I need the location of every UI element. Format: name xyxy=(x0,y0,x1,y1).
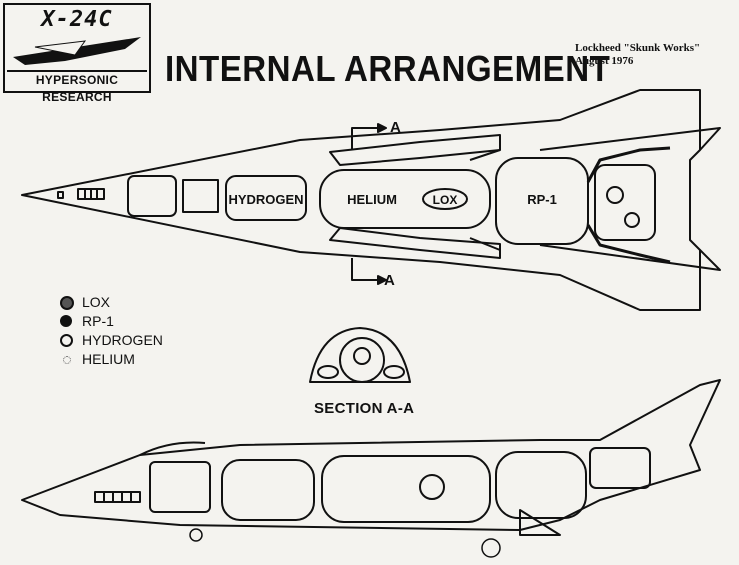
section-cut-top xyxy=(351,127,378,150)
credit-line-1: Lockheed "Skunk Works" xyxy=(575,42,701,54)
legend-label: HYDROGEN xyxy=(82,332,163,348)
rp1-tank-label: RP-1 xyxy=(527,192,557,207)
rp1-tank xyxy=(495,157,589,245)
lox-symbol-icon xyxy=(60,296,74,310)
lox-inner-tank xyxy=(422,188,468,210)
canopy xyxy=(139,441,206,456)
logo-box: X-24C HYPERSONIC RESEARCH xyxy=(3,3,151,104)
section-main-tank xyxy=(339,337,385,383)
hydrogen-tank-label: HYDROGEN xyxy=(228,192,303,207)
cockpit-bay xyxy=(149,461,211,513)
side-view xyxy=(21,379,721,536)
engine-bay xyxy=(594,164,656,241)
credit-line-2: August 1976 xyxy=(575,55,634,67)
helium-tank-label: HELIUM xyxy=(347,192,397,207)
section-a-a-view xyxy=(309,327,411,383)
side-fuselage-outline xyxy=(21,379,721,531)
lox-tank-label: LOX xyxy=(433,193,458,207)
legend-label: RP-1 xyxy=(82,313,114,329)
side-hydrogen-tank xyxy=(221,459,315,521)
section-marker-bottom: A xyxy=(384,272,395,289)
side-engine-bay xyxy=(589,447,651,489)
helium-lox-tank xyxy=(319,169,491,229)
plan-view xyxy=(21,89,721,311)
upper-fin xyxy=(539,127,721,151)
logo-title: X-24C xyxy=(41,7,113,32)
hydrogen-symbol-icon xyxy=(60,334,73,347)
page-title: INTERNAL ARRANGEMENT xyxy=(165,48,611,89)
legend-label: LOX xyxy=(82,294,111,310)
legend-label: HELIUM xyxy=(82,351,135,367)
helium-symbol-icon xyxy=(63,356,71,364)
rp1-symbol-icon xyxy=(60,315,72,327)
equipment-bay xyxy=(182,179,219,213)
side-rp1-tank xyxy=(495,451,587,519)
aircraft-silhouette-icon xyxy=(13,37,141,65)
section-marker-top: A xyxy=(390,119,401,136)
lower-side-tank xyxy=(329,227,501,259)
forward-bay xyxy=(127,175,177,217)
hydrogen-tank xyxy=(225,175,307,221)
side-main-tank xyxy=(321,455,491,523)
section-cut-bottom xyxy=(351,258,378,281)
logo-subtitle: HYPERSONIC RESEARCH xyxy=(7,70,147,104)
upper-side-tank xyxy=(329,134,501,166)
fuselage-outline xyxy=(21,89,701,311)
section-label: SECTION A-A xyxy=(314,400,415,417)
section-outline xyxy=(309,327,411,383)
credit-block: Lockheed "Skunk Works" August 1976 xyxy=(575,42,700,68)
lower-fin xyxy=(539,244,721,271)
